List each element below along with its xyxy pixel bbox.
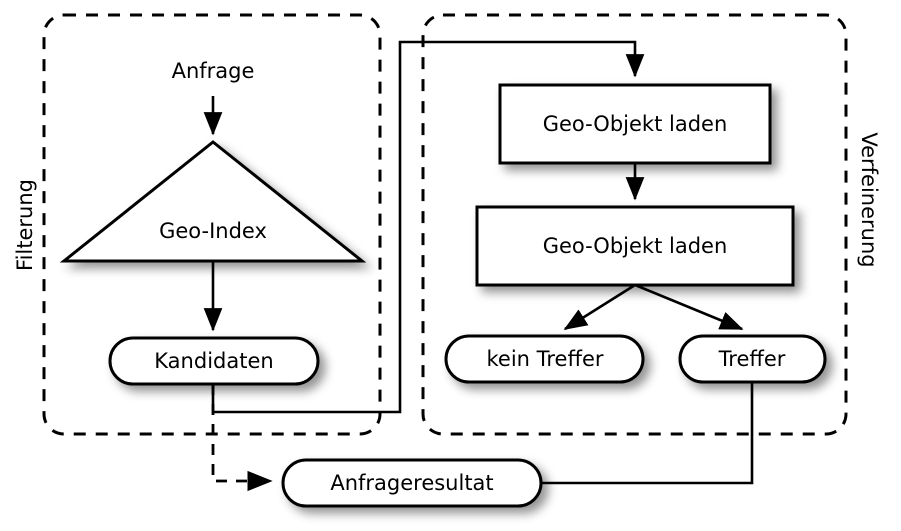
edge-geo-objekt-laden-2-to-kein-treffer xyxy=(563,283,636,331)
node-label-geo-objekt-laden-1: Geo-Objekt laden xyxy=(543,112,728,136)
node-label-geo-index: Geo-Index xyxy=(159,219,267,243)
node-anfrageresultat-shape xyxy=(281,458,543,508)
edge-kandidaten-to-anfrageresultat xyxy=(211,384,273,492)
node-label-geo-objekt-laden-2: Geo-Objekt laden xyxy=(543,234,728,258)
edge-geo-objekt-laden-2-to-treffer xyxy=(634,283,744,331)
edge-treffer-to-anfrageresultat xyxy=(541,382,754,485)
group-panel-verfeinerung xyxy=(421,13,848,436)
group-label-verfeinerung: Verfeinerung xyxy=(857,132,881,267)
node-label-anfrage: Anfrage xyxy=(172,59,255,83)
node-geo-index-shape xyxy=(59,140,367,263)
node-label-kandidaten: Kandidaten xyxy=(154,349,273,373)
group-label-filterung: Filterung xyxy=(13,179,37,271)
node-label-kein-treffer: kein Treffer xyxy=(486,347,603,371)
node-label-anfrageresultat: Anfrageresultat xyxy=(330,471,493,495)
node-geo-objekt-laden-1-shape xyxy=(498,83,772,165)
node-label-treffer: Treffer xyxy=(718,347,786,371)
node-kein-treffer-shape xyxy=(444,334,645,384)
node-geo-objekt-laden-2-shape xyxy=(475,205,795,287)
